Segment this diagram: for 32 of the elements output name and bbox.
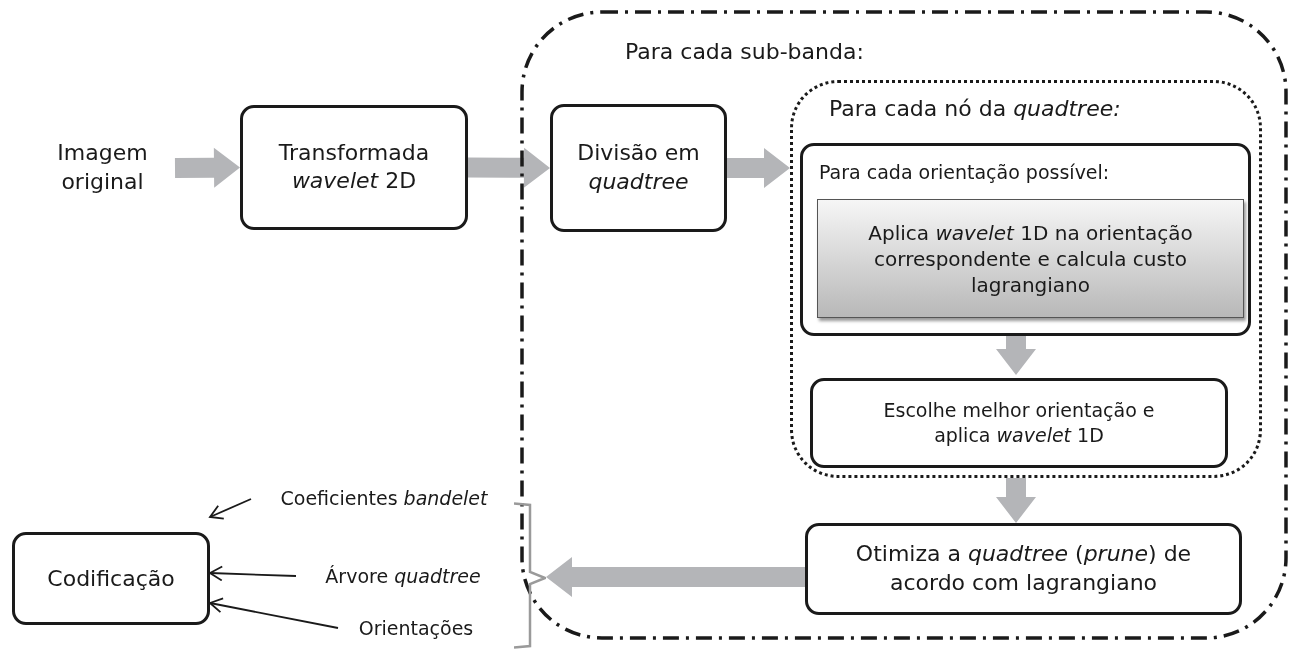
process-box bbox=[550, 104, 727, 232]
block-arrow bbox=[174, 147, 240, 188]
block-arrow bbox=[996, 333, 1036, 375]
process-label: Imagem original bbox=[56, 139, 149, 196]
process-label: Transformada wavelet 2D bbox=[277, 138, 431, 196]
region-heading: Para cada nó da quadtree: bbox=[829, 95, 1122, 123]
process-label: Coeficientes bandelet bbox=[279, 485, 489, 511]
arrow bbox=[209, 565, 297, 582]
process-label: Escolhe melhor orientação e aplica wavelet 1D bbox=[882, 398, 1156, 448]
arrow bbox=[209, 597, 339, 629]
sub-band-loop-region bbox=[520, 10, 1288, 640]
block-arrow bbox=[546, 557, 805, 597]
process-box bbox=[805, 523, 1242, 615]
process-label: Aplica wavelet 1D na orientação correspondente e calcula custo lagrangiano bbox=[867, 219, 1194, 298]
process-label: Árvore quadtree bbox=[324, 563, 482, 589]
arrow bbox=[209, 498, 252, 520]
region-heading: Para cada orientação possível: bbox=[819, 160, 1111, 185]
quadtree-loop-region bbox=[790, 80, 1262, 478]
process-label: Orientações bbox=[357, 615, 475, 641]
process-label: Otimiza a quadtree (prune) de acordo com lagrangiano bbox=[854, 540, 1193, 597]
block-arrow bbox=[727, 148, 790, 188]
block-arrow bbox=[467, 147, 550, 188]
orientation-loop-box bbox=[800, 143, 1251, 336]
process-box bbox=[810, 378, 1228, 468]
bracket bbox=[514, 502, 546, 649]
region-heading: Para cada sub-banda: bbox=[625, 38, 865, 66]
process-box bbox=[12, 532, 210, 625]
block-arrow bbox=[996, 478, 1036, 523]
process-label: Divisão em quadtree bbox=[576, 139, 701, 196]
process-box bbox=[240, 105, 468, 230]
process-label: Codificação bbox=[46, 564, 176, 593]
process-box bbox=[817, 199, 1244, 318]
